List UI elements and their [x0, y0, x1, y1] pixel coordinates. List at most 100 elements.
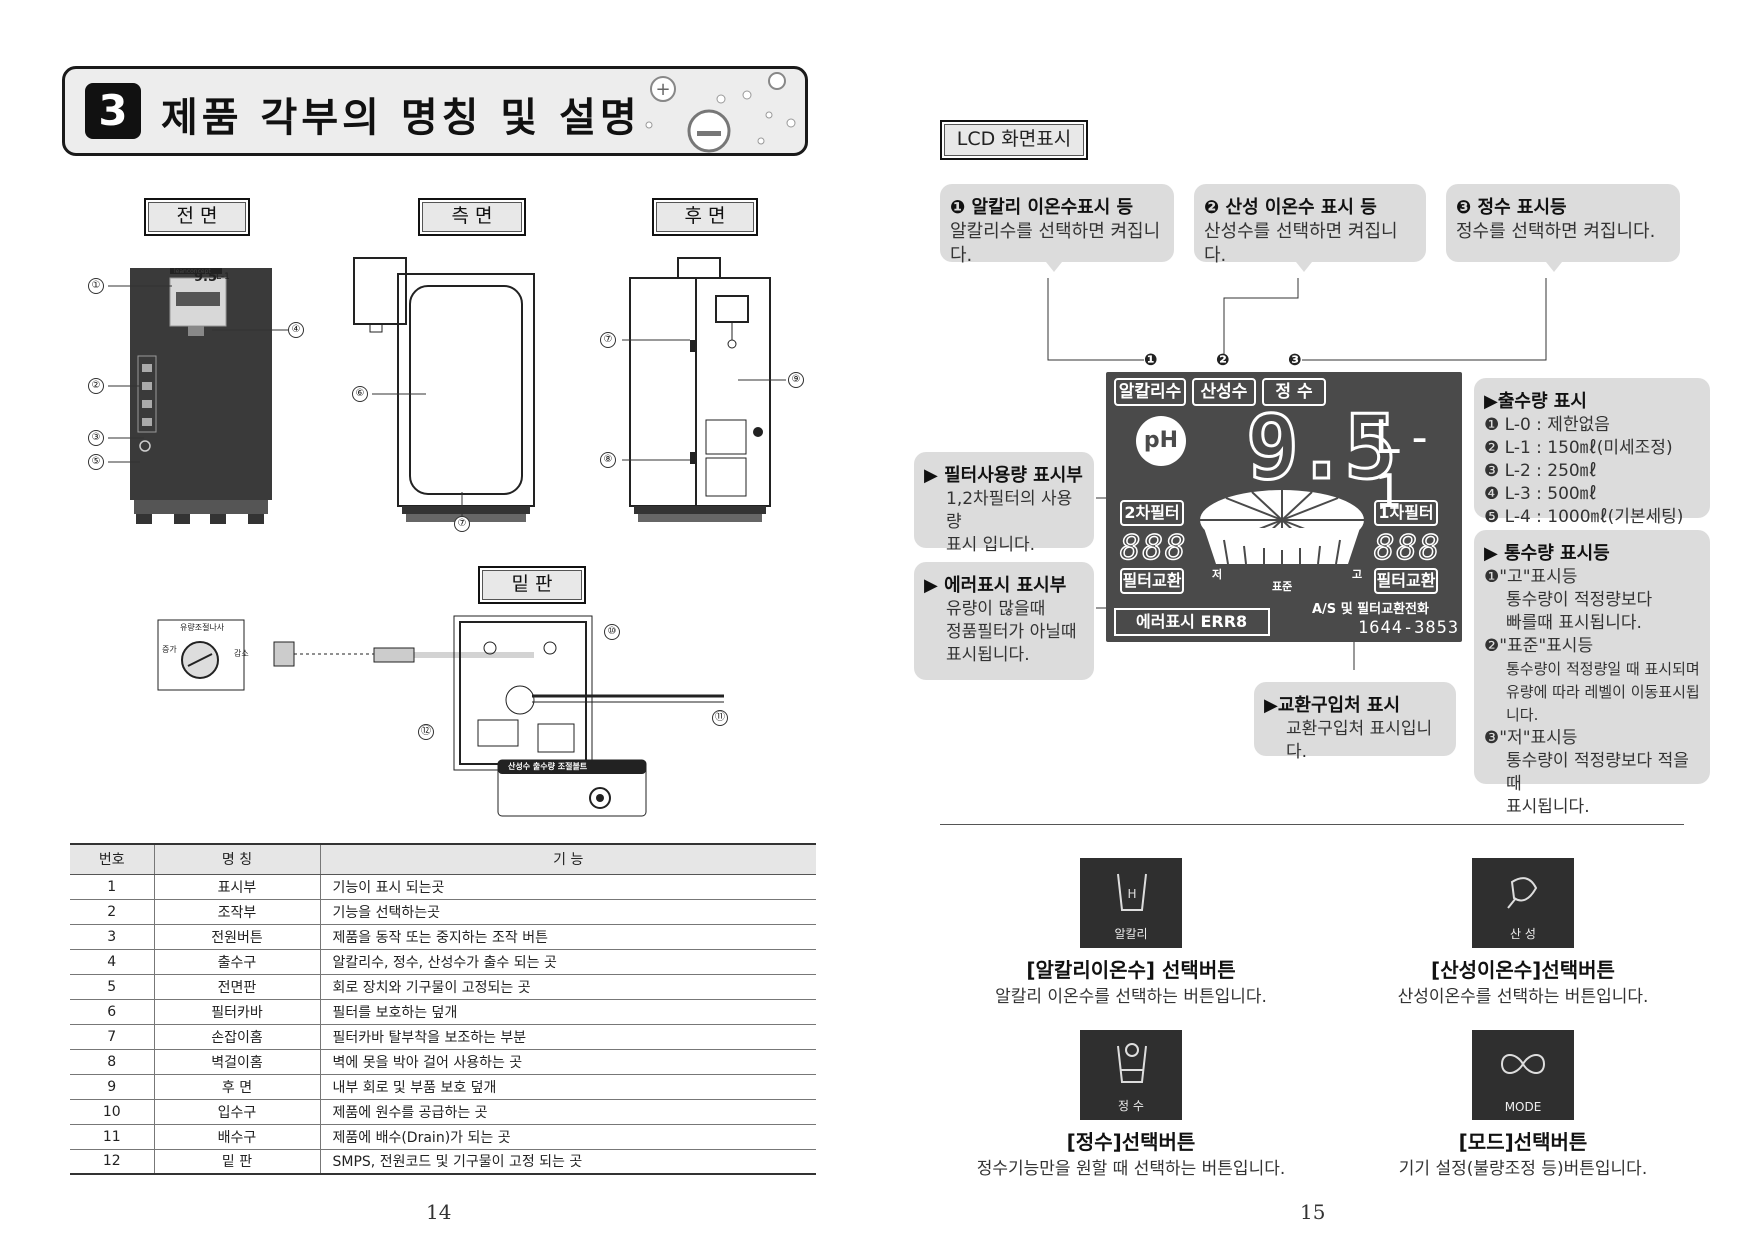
cell-name: 손잡이홈 — [153, 1024, 320, 1050]
lcd-as-label: A/S 및 필터교환전화 — [1312, 602, 1429, 617]
alkaline-button-title: [알칼리이온수] 선택버튼 — [1026, 958, 1236, 982]
cell-number: 9 — [70, 1074, 154, 1100]
cell-name: 밑 판 — [153, 1149, 320, 1175]
callout-9: ⑨ — [788, 372, 804, 388]
callout-11: ⑪ — [712, 710, 728, 726]
purchase-title: ▶교환구입처 표시 — [1264, 695, 1401, 716]
front-leader-lines — [108, 285, 288, 463]
cell-name: 출수구 — [153, 949, 320, 975]
purified-button-label: 정 수 — [1118, 1099, 1144, 1113]
connector-lines — [1046, 262, 1562, 670]
lcd-tag-alkaline: 알칼리수 — [1114, 378, 1186, 406]
cell-name: 전원버튼 — [153, 924, 320, 950]
purchase-bubble: ▶교환구입처 표시 교환구입처 표시입니다. — [1254, 682, 1456, 762]
error-bubble: ▶ 에러표시 표시부 유량이 많을때 정품필터가 아닐때 표시됩니다. — [914, 562, 1094, 680]
cell-number: 5 — [70, 974, 154, 1000]
error-title: ▶ 에러표시 표시부 — [924, 575, 1067, 596]
cell-number: 11 — [70, 1124, 154, 1150]
section-header: 3 제품 각부의 명칭 및 설명 + — [62, 66, 808, 156]
callout-5: ⑤ — [88, 454, 104, 470]
flow-item-line: 통수량이 적정량보다 — [1506, 590, 1653, 610]
callout-2: ② — [88, 378, 104, 394]
table-header-row: 번호 명 칭 기 능 — [70, 843, 816, 875]
side-leader-lines — [372, 393, 463, 516]
divider — [940, 824, 1684, 825]
section-number: 3 — [85, 83, 141, 139]
front-brand: leanconcept — [174, 268, 211, 275]
callout-1: ① — [88, 278, 104, 294]
side-view-label: 측 면 — [418, 198, 526, 236]
output-line: ❺ L-4 : 1000㎖(기본세팅) — [1484, 507, 1684, 527]
cell-function: 필터카바 탈부착을 보조하는 부분 — [319, 1024, 816, 1050]
purified-bubble-text: 정수를 선택하면 켜집니다. — [1456, 221, 1656, 242]
flow-item-line: 통수량이 적정량보다 적을때 — [1506, 751, 1689, 794]
lcd-filter2-tag: 2차필터 — [1120, 500, 1184, 526]
flow-item-head: ❸"저"표시등 — [1484, 728, 1578, 748]
svg-text:H: H — [1127, 887, 1136, 901]
callout-7: ⑦ — [454, 516, 470, 532]
lcd-digits-right: 888 — [1373, 527, 1442, 569]
cell-function: 내부 회로 및 부품 보호 덮개 — [319, 1074, 816, 1100]
purified-button-icon[interactable]: 정 수 — [1080, 1030, 1182, 1120]
lcd-digits-left: 888 — [1119, 527, 1188, 569]
flow-item-line: 빠를때 표시됩니다. — [1506, 613, 1642, 633]
cell-number: 8 — [70, 1049, 154, 1075]
callout-3: ③ — [88, 430, 104, 446]
purified-button-desc: 정수기능만을 원할 때 선택하는 버튼입니다. — [976, 1159, 1286, 1179]
cell-name: 표시부 — [153, 874, 320, 900]
mode-button-icon[interactable]: MODE — [1472, 1030, 1574, 1120]
lcd-high-label: 고 — [1352, 568, 1363, 581]
alkaline-bubble: ❶ 알칼리 이온수표시 등 알칼리수를 선택하면 켜집니다. — [940, 184, 1174, 266]
acid-button-title: [산성이온수]선택버튼 — [1431, 958, 1615, 982]
purified-bubble: ❸ 정수 표시등 정수를 선택하면 켜집니다. — [1446, 184, 1680, 262]
cell-number: 7 — [70, 1024, 154, 1050]
filter-usage-line: 1,2차필터의 사용량 — [946, 489, 1073, 532]
callout-12: ⑫ — [418, 724, 434, 740]
output-line: ❷ L-1 : 150㎖(미세조정) — [1484, 438, 1673, 458]
lcd-section-label: LCD 화면표시 — [940, 120, 1088, 160]
cell-number: 10 — [70, 1099, 154, 1125]
pointer-number-1: ❶ — [1144, 350, 1158, 369]
flow-item-head: ❷"표준"표시등 — [1484, 636, 1594, 656]
callout-4: ④ — [288, 322, 304, 338]
error-line: 유량이 많을때 — [946, 599, 1046, 619]
acid-button-icon[interactable]: 산 성 — [1472, 858, 1574, 948]
purified-cup-icon — [1117, 1043, 1147, 1083]
purified-button-title: [정수]선택버튼 — [1066, 1130, 1196, 1154]
acid-leaf-icon — [1507, 877, 1538, 909]
cell-name: 전면판 — [153, 974, 320, 1000]
purchase-text: 교환구입처 표시입니다. — [1286, 719, 1433, 762]
output-line: ❹ L-3 : 500㎖ — [1484, 484, 1597, 504]
lcd-filter1-tag: 1차필터 — [1374, 500, 1438, 526]
cell-function: 제품에 원수를 공급하는 곳 — [319, 1099, 816, 1125]
acid-bubble-text: 산성수를 선택하면 켜집니다. — [1204, 221, 1398, 266]
page-number-right: 15 — [1300, 1200, 1326, 1224]
front-view-drawing — [130, 268, 272, 524]
flow-item-line: 유량에 따라 레벨이 이동표시됩니다. — [1506, 683, 1700, 724]
output-line: ❶ L-0 : 제한없음 — [1484, 415, 1610, 435]
svg-text:+: + — [655, 79, 670, 100]
mode-button-desc: 기기 설정(불량조정 등)버튼입니다. — [1398, 1159, 1648, 1179]
lcd-level: L-1 — [1374, 410, 1438, 518]
filter-usage-bubble: ▶ 필터사용량 표시부 1,2차필터의 사용량 표시 입니다. — [914, 452, 1094, 555]
acid-adjust-label: 산성수 출수량 조절볼트 — [508, 762, 588, 771]
table-header-function: 기 능 — [319, 843, 816, 875]
acid-bubble: ❷ 산성 이온수 표시 등 산성수를 선택하면 켜집니다. — [1194, 184, 1426, 266]
lcd-standard-label: 표준 — [1272, 580, 1293, 593]
alkaline-button-icon[interactable]: H 알칼리 — [1080, 858, 1182, 948]
cell-function: 알칼리수, 정수, 산성수가 출수 되는 곳 — [319, 949, 816, 975]
front-display-value: 9.5 — [194, 270, 218, 285]
cell-name: 후 면 — [153, 1074, 320, 1100]
rear-view-label: 후 면 — [652, 198, 758, 236]
output-line: ❸ L-2 : 250㎖ — [1484, 461, 1597, 481]
cell-function: SMPS, 전원코드 및 기구물이 고정 되는 곳 — [319, 1149, 816, 1175]
lcd-panel: 알칼리수 산성수 정 수 pH 9.5 L-1 2차필터 1차필터 888 88… — [1106, 372, 1462, 642]
cell-function: 회로 장치와 기구물이 고정되는 곳 — [319, 974, 816, 1000]
lcd-tag-acid: 산성수 — [1192, 378, 1256, 406]
